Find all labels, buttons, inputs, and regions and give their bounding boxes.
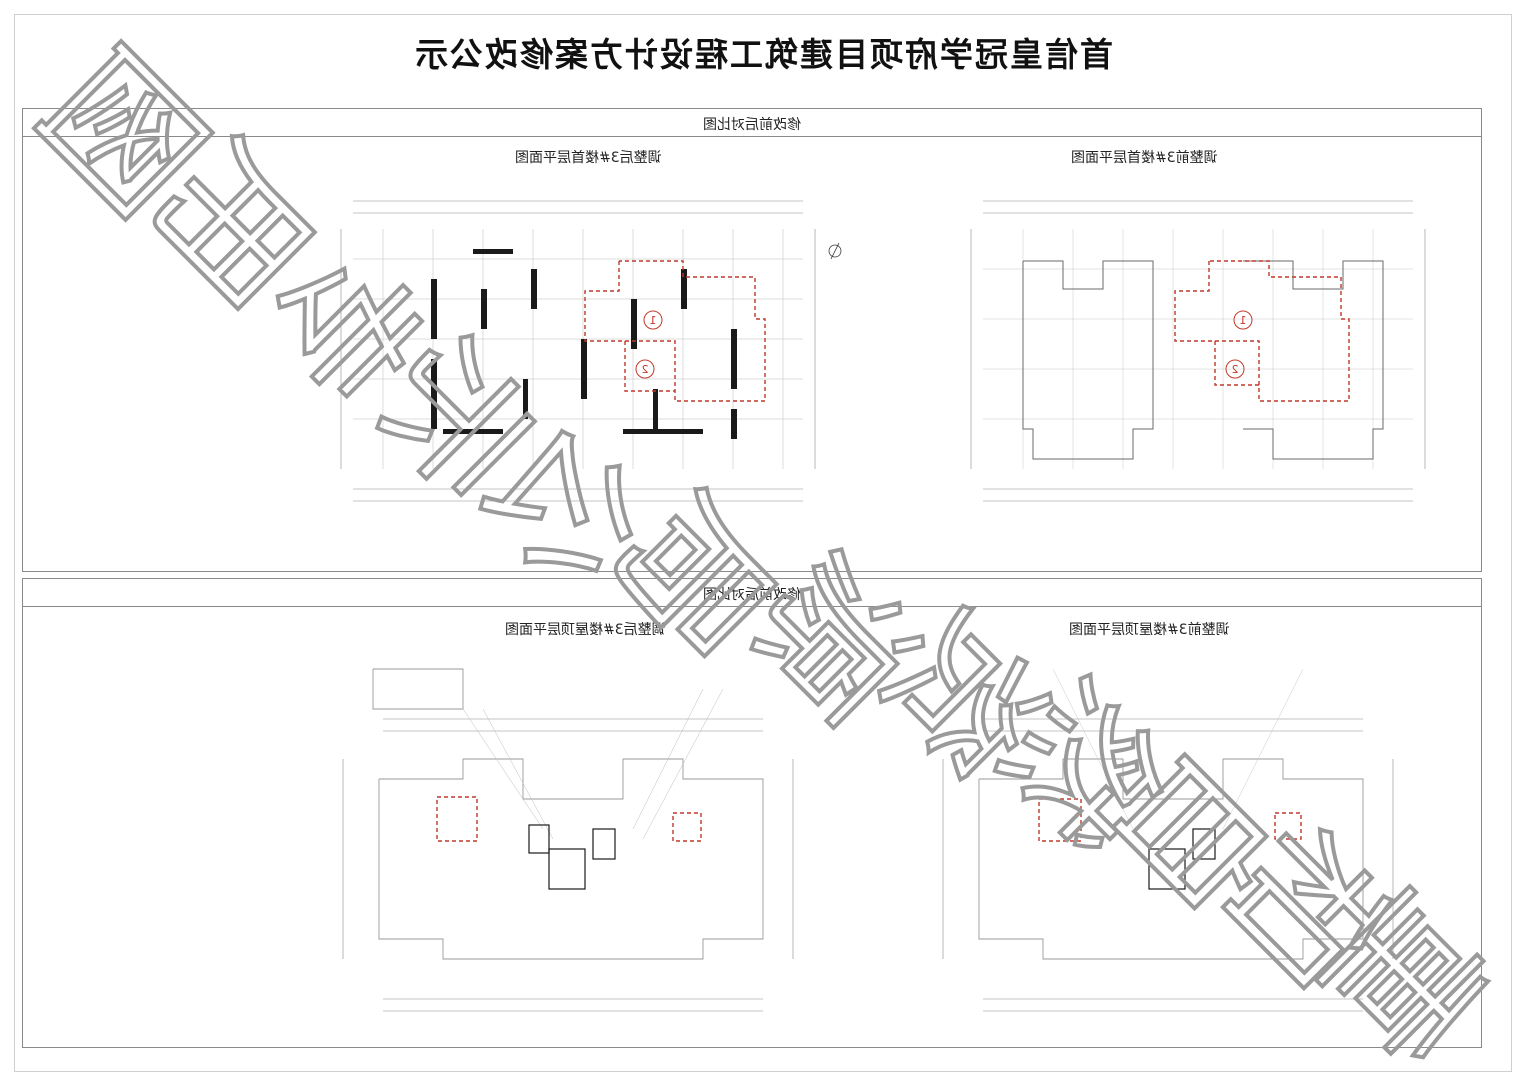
caption-before-roof: 调整前3#楼屋顶层平面图 <box>1069 622 1230 638</box>
ground-floor-plan-after: 1 2 <box>340 200 842 502</box>
page-title: 首信皇冠学府项目建筑工程设计方案修改公示 <box>413 35 1113 74</box>
caption-before-ground-floor: 调整前3#楼首层平面图 <box>1071 150 1218 166</box>
revision-marker-2: 2 <box>635 359 655 379</box>
roof-plan-before <box>942 668 1394 1012</box>
revision-marker-2-before: 2 <box>1225 359 1245 379</box>
revision-marker-1-before: 1 <box>1233 310 1253 330</box>
svg-text:1: 1 <box>650 314 657 327</box>
panel-header-label: 修改前后对比图 <box>703 587 801 603</box>
panel-header: 修改前后对比图 <box>23 109 1481 137</box>
panel-header: 修改前后对比图 <box>23 579 1481 607</box>
revision-marker-1: 1 <box>643 310 663 330</box>
comparison-panel-ground-floor: 修改前后对比图 调整后3#楼首层平面图 调整前3#楼首层平面图 <box>22 108 1482 572</box>
panel-header-label: 修改前后对比图 <box>703 117 801 133</box>
svg-text:1: 1 <box>1240 314 1247 327</box>
svg-text:2: 2 <box>642 363 649 376</box>
sheet-border <box>14 14 1512 1072</box>
svg-text:2: 2 <box>1232 363 1239 376</box>
north-arrow-icon <box>828 242 842 260</box>
caption-after-roof: 调整后3#楼屋顶层平面图 <box>505 622 666 638</box>
roof-plan-after <box>342 668 794 1012</box>
ground-floor-plan-before: 1 2 <box>970 200 1426 502</box>
caption-after-ground-floor: 调整后3#楼首层平面图 <box>515 150 662 166</box>
comparison-panel-roof: 修改前后对比图 调整后3#楼屋顶层平面图 调整前3#楼屋顶层平面图 <box>22 578 1482 1048</box>
